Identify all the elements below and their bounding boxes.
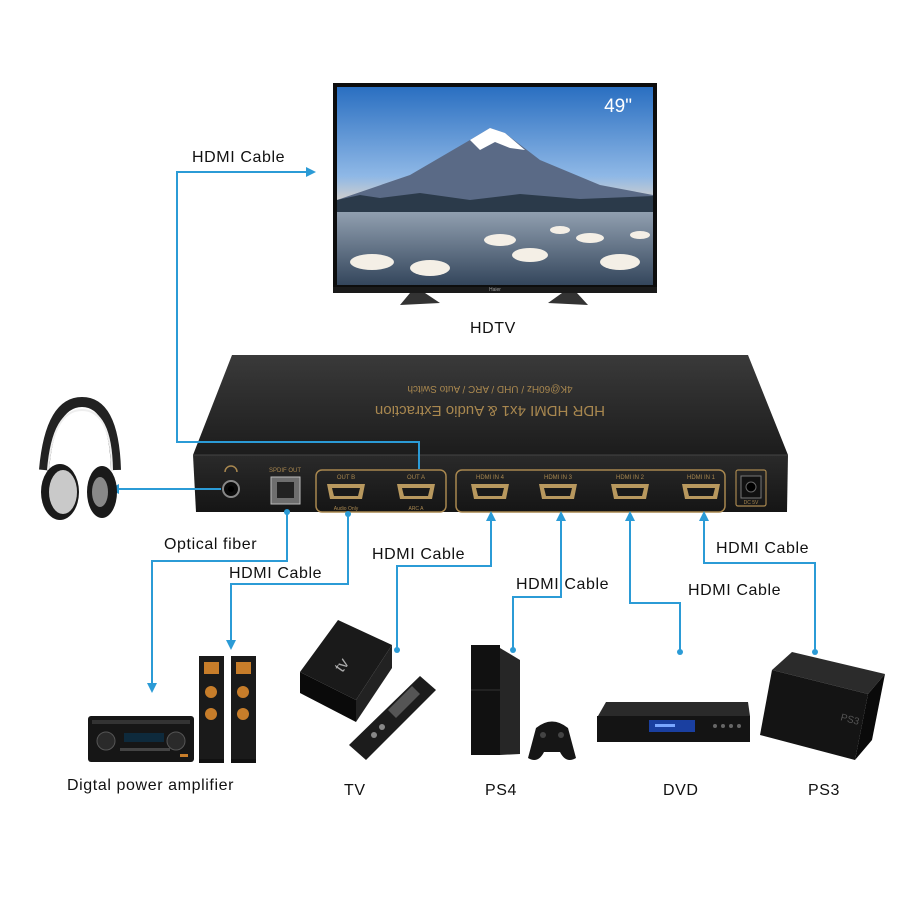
line-out-a-to-tv bbox=[176, 167, 420, 469]
device-label-ps4: PS4 bbox=[485, 782, 518, 799]
out-b-label: OUT B bbox=[337, 475, 355, 481]
cable-label-in1: HDMI Cable bbox=[716, 540, 810, 557]
device-label-amplifier: Digtal power amplifier bbox=[67, 777, 235, 794]
svg-text:PS3: PS3 bbox=[839, 712, 861, 728]
tv-stand-left bbox=[400, 293, 440, 305]
cable-label-in4: HDMI Cable bbox=[372, 546, 466, 563]
dc-power-port bbox=[745, 481, 757, 493]
device-label-ps3: PS3 bbox=[808, 782, 841, 799]
spdif-label: SPDIF OUT bbox=[269, 468, 301, 474]
arc-a-label: ARC A bbox=[408, 506, 424, 512]
apple-tv-device: tv bbox=[300, 620, 436, 760]
hdmi-switch-box: HDR HDMI 4x1 & Audio Extraction 4K@60Hz … bbox=[193, 355, 788, 513]
cable-label-optical: Optical fiber bbox=[164, 536, 258, 553]
switch-subtitle: 4K@60Hz / UHD / ARC / Auto Switch bbox=[407, 383, 572, 394]
hdmi-in-2-label: HDMI IN 2 bbox=[616, 475, 645, 481]
amplifier-device bbox=[88, 716, 194, 762]
dc-label: DC 5V bbox=[744, 500, 759, 506]
audio-only-label: Audio Only bbox=[334, 506, 359, 512]
line-in4-apple-tv bbox=[396, 511, 496, 648]
dvd-device bbox=[597, 702, 750, 742]
hdmi-in-3-label: HDMI IN 3 bbox=[544, 475, 573, 481]
hdtv: 49" Haier bbox=[333, 83, 657, 305]
swans-graphic bbox=[350, 226, 650, 276]
tv-brand: Haier bbox=[489, 287, 501, 293]
cable-label-in2: HDMI Cable bbox=[688, 582, 782, 599]
line-in3-ps4 bbox=[512, 511, 566, 648]
hdmi-in-1-label: HDMI IN 1 bbox=[687, 475, 716, 481]
speakers-device bbox=[199, 656, 256, 763]
tv-stand-right bbox=[548, 293, 588, 305]
headphones-device bbox=[39, 396, 121, 520]
cable-label-out-b: HDMI Cable bbox=[229, 565, 323, 582]
connector-lines bbox=[109, 167, 816, 693]
cable-label-tv: HDMI Cable bbox=[192, 149, 286, 166]
line-out-b-to-amp bbox=[226, 514, 349, 650]
line-optical-to-amp bbox=[147, 512, 288, 693]
out-a-label: OUT A bbox=[407, 475, 425, 481]
hdtv-label: HDTV bbox=[470, 320, 516, 337]
device-label-apple-tv: TV bbox=[344, 782, 366, 799]
line-in1-ps3 bbox=[699, 511, 816, 650]
hdmi-in-4-label: HDMI IN 4 bbox=[476, 475, 505, 481]
headphone-port-icon bbox=[224, 465, 238, 473]
ps4-device bbox=[471, 645, 576, 760]
cable-label-in3: HDMI Cable bbox=[516, 576, 610, 593]
switch-title: HDR HDMI 4x1 & Audio Extraction bbox=[375, 402, 605, 419]
dc-port-frame bbox=[735, 469, 767, 507]
in-port-group bbox=[455, 469, 726, 513]
device-label-dvd: DVD bbox=[663, 782, 699, 799]
ps3-device: PS3 bbox=[760, 652, 885, 760]
line-in2-dvd bbox=[625, 511, 681, 650]
ps4-controller bbox=[528, 721, 576, 760]
out-port-group bbox=[315, 469, 447, 513]
mountain-graphic bbox=[337, 128, 653, 210]
screen-size-badge: 49" bbox=[604, 96, 632, 117]
